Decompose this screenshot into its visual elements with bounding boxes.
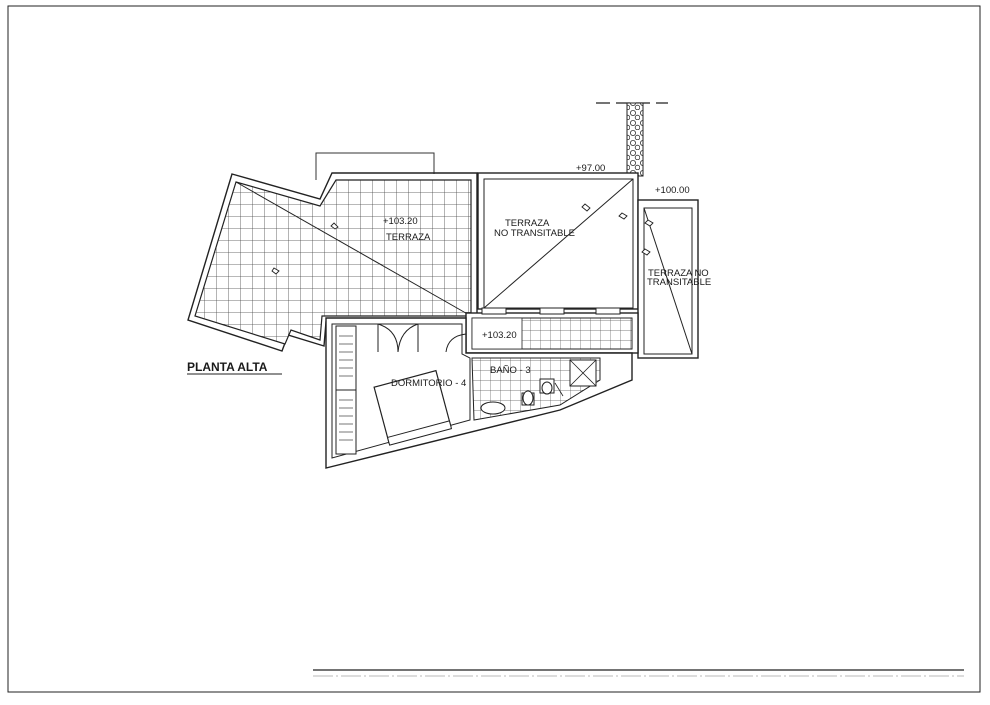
plan-title: PLANTA ALTA (187, 360, 268, 374)
stone-wall (626, 102, 644, 177)
dormitorio-inner-wall (331, 323, 471, 459)
sheet-border (7, 5, 981, 693)
label-terraza-nt2-1: TERRAZA NO (648, 268, 709, 279)
terraza-nt-outer (477, 172, 639, 310)
terraza-nt2-inner (643, 207, 693, 355)
terraza-floor (194, 179, 472, 345)
terraza-diagonal (235, 181, 472, 317)
label-terraza: TERRAZA (386, 232, 431, 243)
door-swing-2 (397, 323, 419, 353)
label-terraza-nt-2: NO TRANSITABLE (494, 228, 575, 239)
bano-floor (471, 357, 601, 421)
wardrobe-hangers (339, 335, 353, 441)
level-hall: +103.20 (482, 330, 517, 341)
roof-outline (315, 152, 435, 180)
slope-arrows (271, 203, 654, 275)
level-terraza-nt2: +100.00 (655, 185, 690, 196)
label-dormitorio: DORMITORIO - 4 (391, 378, 466, 389)
label-bano: BAÑO - 3 (490, 365, 531, 376)
bidet (480, 401, 506, 415)
label-terraza-nt2-2: TRANSITABLE (647, 277, 711, 288)
label-terraza-nt-1: TERRAZA (505, 218, 550, 229)
parapet-blocks (481, 307, 621, 315)
terraza-nt2-diagonal (643, 207, 693, 355)
door-swing-1 (377, 323, 399, 353)
terraza-nt2-outer (637, 199, 699, 359)
double-bed (373, 369, 453, 446)
level-terraza: +103.20 (383, 216, 418, 227)
toilet (522, 390, 534, 406)
level-terraza-nt: +97.00 (576, 163, 605, 174)
door-swing-3 (445, 333, 467, 353)
terraza-nt-diagonal (483, 178, 634, 309)
hall-landing (471, 317, 523, 350)
